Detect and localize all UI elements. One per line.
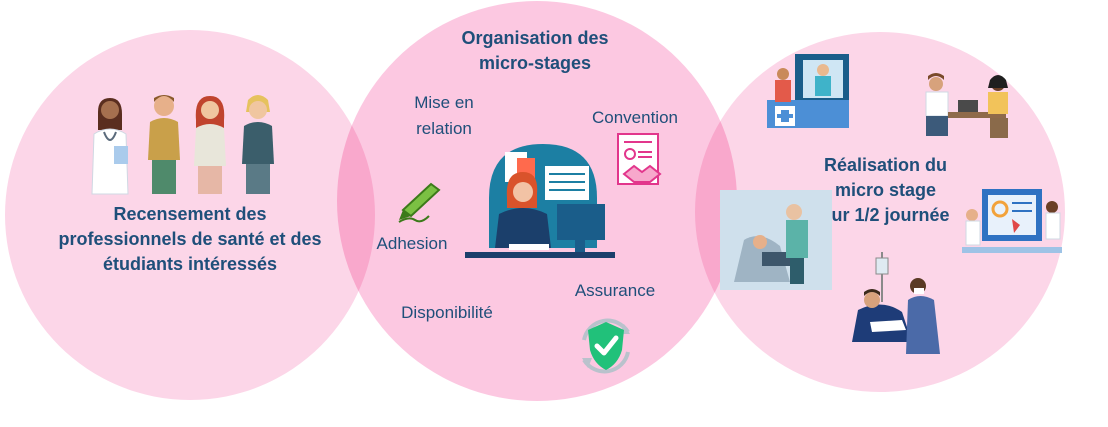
- office-worker-illustration: [465, 144, 615, 258]
- contract-handshake-icon: [617, 133, 662, 185]
- medical-records-illustration: [962, 189, 1062, 253]
- middle-title: Organisation des micro-stages: [435, 26, 635, 76]
- left-title-line: étudiants intéressés: [102, 254, 278, 274]
- nurse-patient-illustration: [852, 252, 940, 354]
- left-title-line: Recensement des: [113, 204, 267, 224]
- right-title: Réalisation du micro stage sur 1/2 journ…: [798, 153, 973, 228]
- label-line: Mise en: [414, 93, 474, 112]
- label-assurance: Assurance: [574, 281, 656, 300]
- right-title-line: sur 1/2 journée: [821, 205, 950, 225]
- student-figure: [194, 96, 226, 194]
- label-line: relation: [416, 119, 472, 138]
- left-title: Recensement des professionnels de santé …: [40, 202, 340, 277]
- consultation-illustration: [925, 73, 1008, 138]
- left-circle: [5, 30, 375, 400]
- label-disponibilite: Disponibilité: [401, 303, 493, 322]
- people-group-illustration: [91, 95, 274, 195]
- label-convention: Convention: [591, 108, 678, 127]
- student-figure: [242, 95, 274, 194]
- dentist-illustration: [720, 190, 832, 290]
- middle-title-line: micro-stages: [478, 53, 592, 73]
- shield-check-icon: [582, 318, 630, 374]
- label-adhesion: Adhesion: [376, 234, 448, 253]
- left-title-line: professionnels de santé et des: [58, 229, 322, 249]
- right-title-line: micro stage: [834, 180, 937, 200]
- pen-signature-icon: [398, 182, 441, 223]
- label-mise-en-relation: Mise en relation: [398, 92, 490, 140]
- student-figure: [148, 95, 180, 194]
- doctor-figure: [91, 98, 129, 195]
- right-title-line: Réalisation du: [823, 155, 948, 175]
- pharmacy-illustration: [767, 54, 849, 128]
- middle-title-line: Organisation des: [461, 28, 609, 48]
